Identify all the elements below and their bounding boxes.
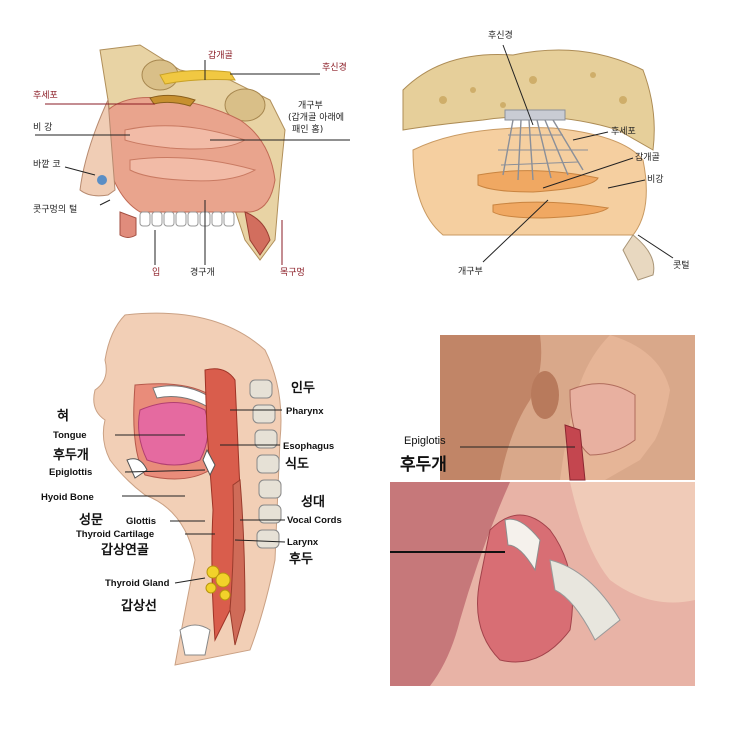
- label-tongue-en: Tongue: [53, 430, 87, 441]
- label-tongue-ko: 혀: [57, 408, 69, 424]
- label-epiglottis-ko: 후두개: [53, 447, 89, 463]
- label-pharynx-ko: 인두: [291, 380, 315, 396]
- label-olfactory-nerve-detail: 후신경: [488, 29, 513, 41]
- label-thyroid-gland-ko: 갑상선: [121, 598, 157, 614]
- olfactory-detail-diagram: 후신경 후세포 갑개골 비강 개구부 콧털: [383, 10, 713, 290]
- label-epiglottis-en-photo: Epiglotis: [404, 435, 446, 447]
- label-septum-bone: 갑개골: [208, 49, 233, 61]
- label-nostril-hair: 콧구멍의 털: [33, 203, 77, 215]
- label-nose-hair-detail: 콧털: [673, 259, 690, 271]
- label-throat: 목구멍: [280, 267, 305, 278]
- label-epiglottis-en: Epiglottis: [49, 467, 92, 478]
- label-mouth: 입: [152, 266, 160, 278]
- label-larynx-en: Larynx: [287, 537, 319, 548]
- label-glottis-ko: 성문: [79, 513, 103, 528]
- label-septum-bone-detail: 갑개골: [635, 151, 660, 163]
- label-vocal-cords-ko: 성대: [301, 495, 325, 510]
- label-esophagus-en: Esophagus: [283, 441, 334, 452]
- label-opening-note: 개구부 (갑개골 아래에 패인 홈): [288, 100, 347, 135]
- label-thyroid-gland-en: Thyroid Gland: [105, 578, 170, 589]
- head-neck-illustration: 인두 Pharynx 혀 Tongue Esophagus 후두개 식도 Epi…: [35, 310, 370, 670]
- label-nasal-cavity-detail: 비강: [647, 174, 664, 185]
- label-thyroid-cartilage-ko: 갑상연골: [101, 542, 149, 558]
- label-nasal-cavity: 비 강: [33, 122, 52, 133]
- label-vocal-cords-en: Vocal Cords: [287, 515, 342, 526]
- nasal-cavity-diagram: 갑개골 후신경 후세포 비 강 개구부 (갑개골 아래에 패인 홈) 바깥 코 …: [30, 40, 360, 280]
- label-esophagus-ko: 식도: [285, 456, 309, 472]
- label-glottis-en: Glottis: [126, 516, 156, 527]
- head-neck-diagram: 인두 Pharynx 혀 Tongue Esophagus 후두개 식도 Epi…: [35, 310, 370, 670]
- label-pharynx-en: Pharynx: [286, 406, 324, 417]
- label-olfactory-cell: 후세포: [33, 90, 58, 101]
- label-epiglottis-ko-photo: 후두개: [400, 454, 447, 475]
- nasal-cavity-illustration: 갑개골 후신경 후세포 비 강 개구부 (갑개골 아래에 패인 홈) 바깥 코 …: [30, 40, 360, 280]
- label-hyoid-en: Hyoid Bone: [41, 492, 94, 503]
- label-larynx-ko: 후두: [289, 551, 313, 567]
- olfactory-detail-illustration: 후신경 후세포 갑개골 비강 개구부 콧털: [383, 10, 713, 290]
- epiglottis-drawing: Epiglotis 후두개: [390, 330, 710, 690]
- label-thyroid-cartilage-en: Thyroid Cartilage: [76, 529, 154, 540]
- label-olfactory-cell-detail: 후세포: [611, 126, 636, 137]
- label-palate: 경구개: [190, 266, 215, 278]
- label-external-nose: 바깥 코: [33, 158, 61, 170]
- label-olfactory-nerve: 후신경: [322, 61, 347, 73]
- label-opening-detail: 개구부: [458, 266, 483, 277]
- epiglottis-illustration: Epiglotis 후두개: [390, 330, 710, 690]
